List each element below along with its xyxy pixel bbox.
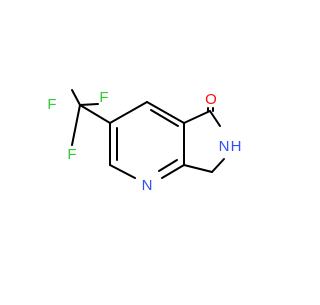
bond-c3-cf3 <box>79 104 111 124</box>
bond-c4-c4a-inner <box>150 109 179 127</box>
amide-nitrogen-label: N <box>219 138 230 155</box>
pyridine-nitrogen-label: N <box>142 177 153 194</box>
amide-hydrogen-label: H <box>231 138 242 155</box>
bond-lines <box>71 89 225 179</box>
fluorine-label-3: F <box>67 146 76 163</box>
bond-c7-c7a <box>183 164 213 173</box>
bond-c4a-c5 <box>183 110 211 124</box>
bond-c7a-n1 <box>161 164 185 179</box>
structure-canvas: F F F O N H N <box>47 89 242 194</box>
bond-c4-c4a <box>146 101 185 124</box>
bond-c3-c4 <box>109 101 148 124</box>
bond-c5-n6 <box>209 110 221 127</box>
fluorine-label-1: F <box>47 96 56 113</box>
bond-n6-c7 <box>211 158 225 173</box>
bond-c7a-n1-inner <box>158 159 178 172</box>
molecule-diagram: F F F O N H N <box>47 89 242 194</box>
bond-cf3-f3 <box>71 104 81 146</box>
oxygen-label: O <box>205 91 217 108</box>
bond-cf3-f1 <box>71 89 81 106</box>
bond-cf3-f2 <box>79 103 99 106</box>
fluorine-label-2: F <box>99 89 108 106</box>
bond-n1-c2 <box>109 164 136 179</box>
